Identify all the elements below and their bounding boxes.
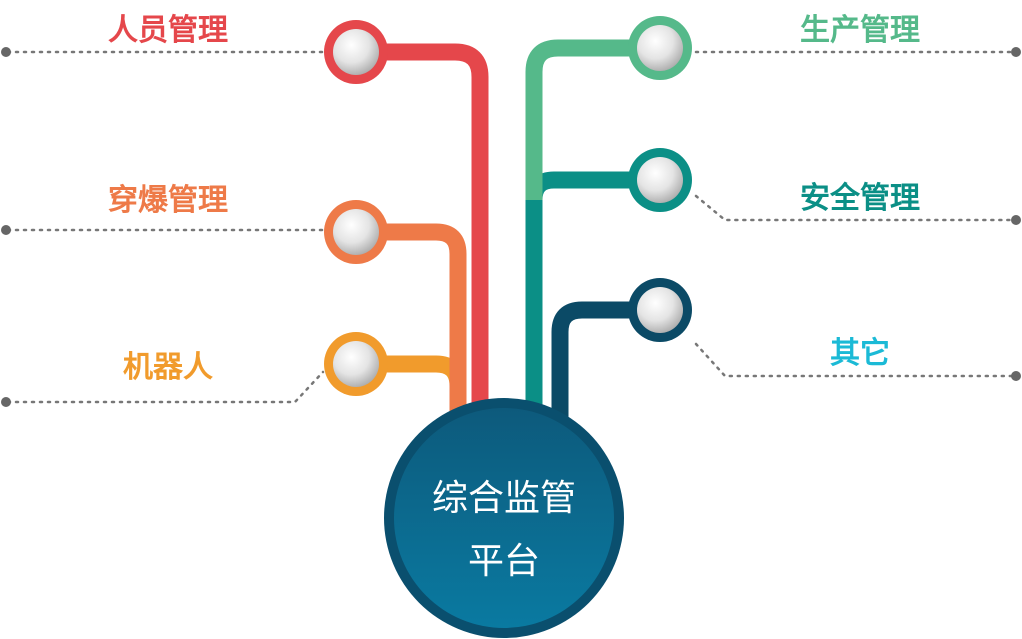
dotted-line-other [694, 342, 1018, 378]
label-other: 其它 [830, 336, 890, 371]
endpoint-blasting [1, 225, 11, 235]
label-safety: 安全管理 [800, 181, 920, 216]
hub-node: 综合监管 平台 [384, 398, 624, 638]
pipe-production [525, 39, 640, 200]
knob-blasting [324, 200, 388, 264]
dotted-line-safety [694, 194, 1018, 222]
branch-pipes [380, 39, 640, 425]
hub-title-line1: 综合监管 [432, 478, 576, 519]
dotted-line-robot [6, 370, 325, 404]
pipe-blasting [380, 223, 467, 425]
label-robot: 机器人 [123, 350, 213, 385]
pipe-personnel [380, 43, 489, 425]
knob-other [628, 278, 692, 342]
endpoint-other [1011, 371, 1021, 381]
label-personnel: 人员管理 [108, 13, 228, 48]
knob-robot [324, 332, 388, 396]
knob-production [628, 16, 692, 80]
knob-safety [628, 148, 692, 212]
dotted-endpoints [1, 47, 1021, 407]
hub-title-line2: 平台 [468, 541, 540, 582]
label-production: 生产管理 [800, 13, 920, 48]
label-blasting: 穿爆管理 [108, 183, 228, 218]
endpoint-production [1011, 47, 1021, 57]
endpoint-personnel [1, 47, 11, 57]
endpoint-robot [1, 397, 11, 407]
endpoint-safety [1011, 215, 1021, 225]
knob-personnel [324, 20, 388, 84]
dotted-connectors [6, 50, 1018, 404]
pipe-other [551, 301, 640, 425]
